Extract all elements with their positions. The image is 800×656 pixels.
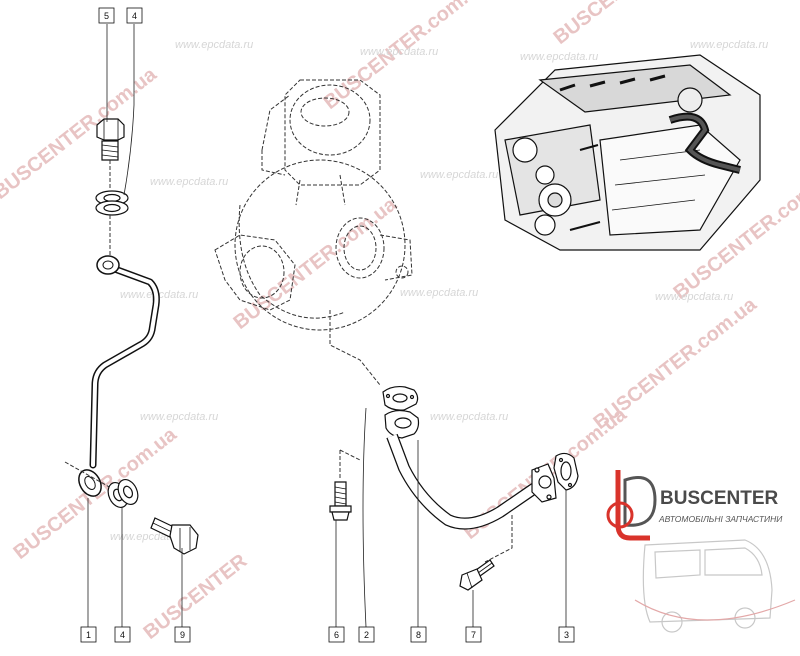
callout-5: 5 [104,11,109,21]
watermark-brand: BUSCENTER.com.ua [590,293,762,434]
washer-4-top [95,190,129,216]
engine-block-thumbnail [494,54,761,251]
watermark-epc: www.epcdata.ru [140,411,218,423]
callout-4: 4 [132,11,137,21]
bolt-5 [96,118,125,161]
assembly-line [339,449,513,563]
watermark-epc: www.epcdata.ru [690,39,768,51]
leader-lines [87,24,567,628]
turbocharger [214,79,413,386]
callout-9: 9 [180,630,185,640]
watermark-brand: BUSCENTER [140,550,252,644]
gasket-2 [382,385,419,411]
bus-illustration [634,539,796,633]
washer-4-bottom [107,479,139,508]
watermark-brand: BUSCENTER.com.ua [230,193,402,334]
exhaust-pipe-8 [384,409,557,530]
callout-4: 4 [120,630,125,640]
callout-2: 2 [364,630,369,640]
watermark-epc: www.epcdata.ru [520,51,598,63]
watermark-epc: www.epcdata.ru [175,39,253,51]
watermark-epc: www.epcdata.ru [150,176,228,188]
watermark-epc: www.epcdata.ru [420,169,498,181]
bolt-9 [150,517,199,555]
callout-labels: 5 4 1 4 9 6 2 8 7 3 [80,7,575,643]
oil-feed-pipe-1 [78,255,160,497]
callout-7: 7 [471,630,476,640]
watermark-epc: www.epcdata.ru [655,291,733,303]
watermark-brand: BUSCENTER.com.ua [0,63,161,204]
assembly-line [64,461,121,494]
gasket-3 [553,452,579,491]
bolt-6 [329,481,352,521]
logo-name: BUSCENTER [660,488,779,509]
watermark-epc: www.epcdata.ru [400,287,478,299]
bolt-7 [459,559,495,591]
callout-6: 6 [334,630,339,640]
watermark-epc: www.epcdata.ru [430,411,508,423]
watermark-epc: www.epcdata.ru [360,46,438,58]
buscenter-logo: BUSCENTER АВТОМОБІЛЬНІ ЗАПЧАСТИНИ [606,470,796,633]
callout-1: 1 [86,630,91,640]
callout-8: 8 [416,630,421,640]
callout-3: 3 [564,630,569,640]
logo-tagline: АВТОМОБІЛЬНІ ЗАПЧАСТИНИ [658,514,783,524]
